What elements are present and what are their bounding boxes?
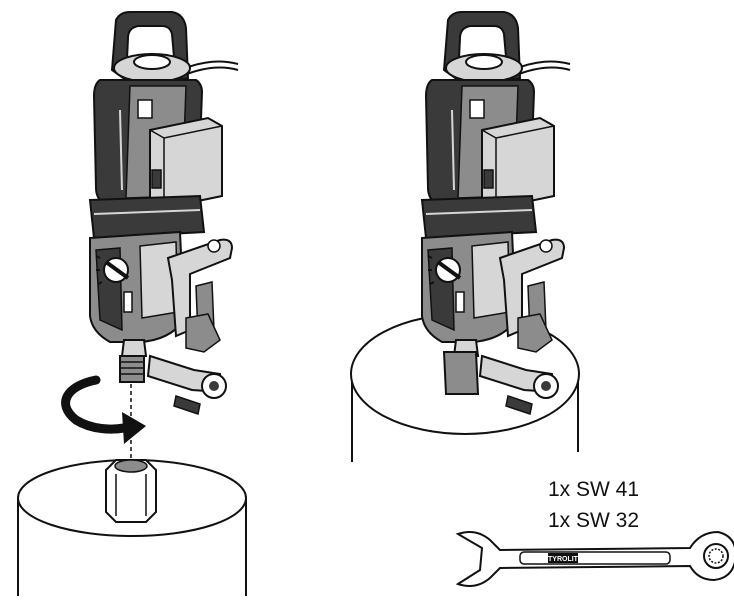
wrench-size-41-label: 1x SW 41: [548, 478, 640, 501]
wrench-brand: TYROLIT: [548, 556, 579, 563]
drill-right: [420, 10, 572, 416]
rotate-arrow-icon: [61, 375, 146, 444]
threaded-spindle: [119, 355, 145, 383]
drill-left: [88, 10, 240, 416]
wrench-icon: TYROLIT: [455, 530, 734, 587]
adapter-nut: [105, 459, 157, 523]
wrench-size-32-label: 1x SW 32: [548, 509, 640, 532]
